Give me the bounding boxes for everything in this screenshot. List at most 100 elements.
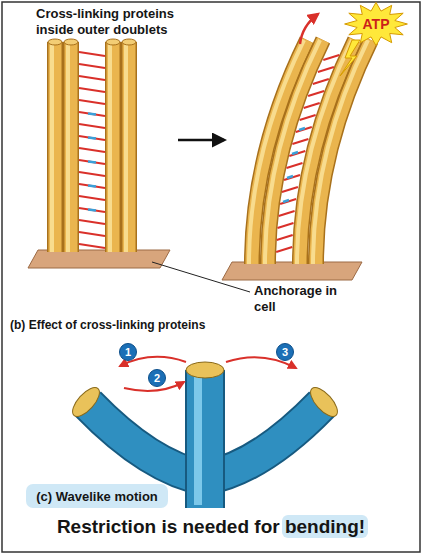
cross-link <box>276 247 292 252</box>
cross-link <box>279 211 295 216</box>
part-label: Anchorage in cell <box>254 283 344 314</box>
microtubule <box>65 42 78 252</box>
cross-linking-proteins <box>276 55 339 252</box>
cross-link <box>280 199 296 204</box>
node-text-wrap: 3 <box>276 343 294 361</box>
part-label: Cross-linking proteins inside outer doub… <box>36 6 201 37</box>
highlight-band: (c) Wavelike motion <box>26 484 168 508</box>
cross-link <box>304 103 320 108</box>
cross-link <box>299 128 305 130</box>
microtubule-highlight <box>66 42 70 252</box>
note-text: Restriction is needed for bending! <box>0 516 422 539</box>
flagellum-highlight <box>194 372 202 505</box>
microtubule <box>49 42 62 252</box>
microtubule-doublet <box>106 39 136 252</box>
highlight-band <box>26 484 168 508</box>
cross-link <box>79 172 105 176</box>
callout-circle <box>120 344 137 361</box>
cross-link <box>296 127 312 132</box>
node-text-wrap: ATP <box>344 2 408 46</box>
cross-linking-proteins <box>79 52 105 248</box>
bend-arrow <box>300 14 318 44</box>
bent-doublets <box>249 40 371 264</box>
cross-linking-proteins-blue <box>283 128 305 202</box>
node-text: 1 <box>125 346 131 358</box>
callout-circle: 3 <box>276 343 294 361</box>
microtubule-end <box>106 39 120 45</box>
cross-link <box>308 91 324 96</box>
flagellum-stem <box>187 370 223 508</box>
cross-link <box>88 209 96 210</box>
anchorage-plate <box>28 250 170 268</box>
microtubule <box>121 42 137 252</box>
cross-link <box>88 161 96 162</box>
microtubule <box>316 40 371 264</box>
transition-arrow <box>178 139 224 142</box>
microtubule <box>107 42 120 252</box>
cross-link <box>79 136 105 140</box>
cross-link <box>79 76 105 80</box>
node-text: 2 <box>154 372 160 384</box>
cross-link <box>88 185 96 186</box>
node-text: (c) Wavelike motion <box>36 489 158 504</box>
cross-link <box>282 187 298 192</box>
microtubule-highlight <box>313 40 368 264</box>
cross-link <box>79 52 105 56</box>
microtubule <box>63 42 79 252</box>
cross-link <box>313 79 329 84</box>
cross-link <box>79 244 105 248</box>
microtubule-highlight <box>50 42 54 252</box>
node-text-wrap: 1 <box>119 343 137 361</box>
panel-caption: (b) Effect of cross-linking proteins <box>10 318 310 332</box>
cross-link <box>300 115 316 120</box>
cross-link <box>79 112 105 116</box>
cross-link <box>79 208 105 212</box>
cross-linking-proteins-blue <box>88 113 96 210</box>
axoneme-end <box>186 362 224 378</box>
cross-link <box>283 200 289 202</box>
cross-link <box>289 151 305 156</box>
callout-circle: 2 <box>148 369 166 387</box>
anchorage-plate <box>222 262 362 280</box>
node-text: 3 <box>282 346 288 358</box>
node-text-wrap: 2 <box>148 369 166 387</box>
microtubule <box>105 42 121 252</box>
flagellum-stem <box>185 370 225 508</box>
axoneme-end <box>306 383 342 420</box>
microtubule <box>316 40 371 264</box>
cross-link <box>79 232 105 236</box>
microtubule-end <box>48 39 62 45</box>
node-text: ATP <box>363 16 390 32</box>
cross-link <box>284 175 300 180</box>
cross-link <box>318 67 334 72</box>
microtubule-highlight <box>124 42 128 252</box>
cross-link <box>79 100 105 104</box>
cross-link <box>79 220 105 224</box>
callout-circle: 1 <box>119 343 137 361</box>
cross-link <box>79 148 105 152</box>
cross-link <box>287 176 293 178</box>
cross-link <box>287 163 303 168</box>
microtubule-end <box>122 39 136 45</box>
axoneme-end <box>68 383 104 420</box>
atp-burst <box>345 2 408 45</box>
microtubule <box>47 42 63 252</box>
cross-link <box>79 124 105 128</box>
microtubule <box>123 42 136 252</box>
cross-link <box>277 235 293 240</box>
cross-link <box>292 152 298 154</box>
lightning-bolt <box>340 40 360 76</box>
cross-link <box>323 55 339 60</box>
cross-link <box>79 184 105 188</box>
microtubule-highlight <box>108 42 112 252</box>
microtubule-end <box>64 39 78 45</box>
cross-link <box>278 223 294 228</box>
cross-link <box>79 88 105 92</box>
cross-link <box>88 137 96 138</box>
microtubule-doublet <box>48 39 78 252</box>
callout-circle <box>149 370 166 387</box>
cross-link <box>79 160 105 164</box>
